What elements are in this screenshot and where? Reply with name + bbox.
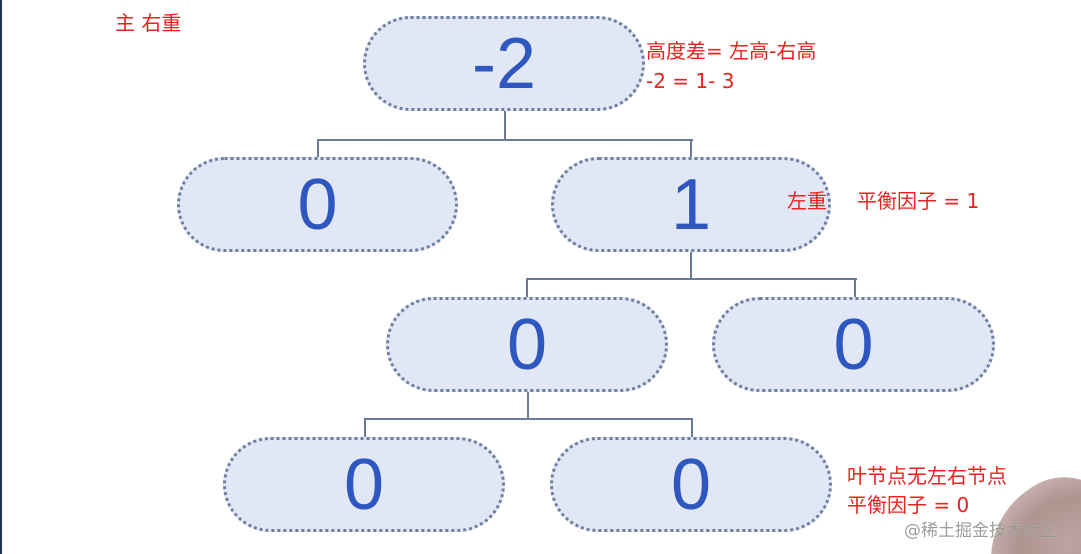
height-diff-formula: 高度差= 左高-右高 [646,39,817,63]
node-value: 0 [506,304,548,385]
heavy-side-note: 主 右重 [115,11,182,35]
leaf-node-note: 叶节点无左右节点 [847,464,1007,488]
node-value: -2 [471,23,537,104]
node-value: 0 [297,164,338,245]
node-value: 0 [670,444,712,525]
node-value: 0 [343,444,385,525]
connector-to-rl-right [691,418,693,438]
connector-to-root-left [317,139,319,158]
connector-rl-horizontal [364,418,693,420]
connector-to-right-right [854,278,856,298]
tree-node-right-right: 0 [712,297,995,392]
tree-node-root-left: 0 [177,157,458,252]
tree-node-root: -2 [363,16,645,111]
tree-node-right-left: 0 [386,297,668,392]
node-value: 0 [833,304,874,385]
connector-root-down [504,111,506,140]
tree-node-leaf-left: 0 [223,437,505,532]
connector-to-right-left [526,278,528,298]
connector-right-down [690,251,692,280]
connector-rl-down [527,391,529,420]
connector-to-root-right [690,139,692,158]
node-value: 1 [670,164,712,245]
balance-factor-one-note: 平衡因子 = 1 [857,189,980,213]
balance-factor-zero-note: 平衡因子 = 0 [847,493,970,517]
left-window-border [0,0,2,554]
height-diff-example: -2 = 1- 3 [646,69,735,93]
watermark-text: @稀土掘金技术社区 [904,521,1057,541]
tree-node-root-right: 1 [551,157,831,252]
connector-right-horizontal [526,278,857,280]
connector-root-horizontal [317,139,693,141]
tree-node-leaf-right: 0 [550,437,832,532]
left-heavy-note: 左重 [787,189,827,213]
connector-to-rl-left [364,418,366,438]
